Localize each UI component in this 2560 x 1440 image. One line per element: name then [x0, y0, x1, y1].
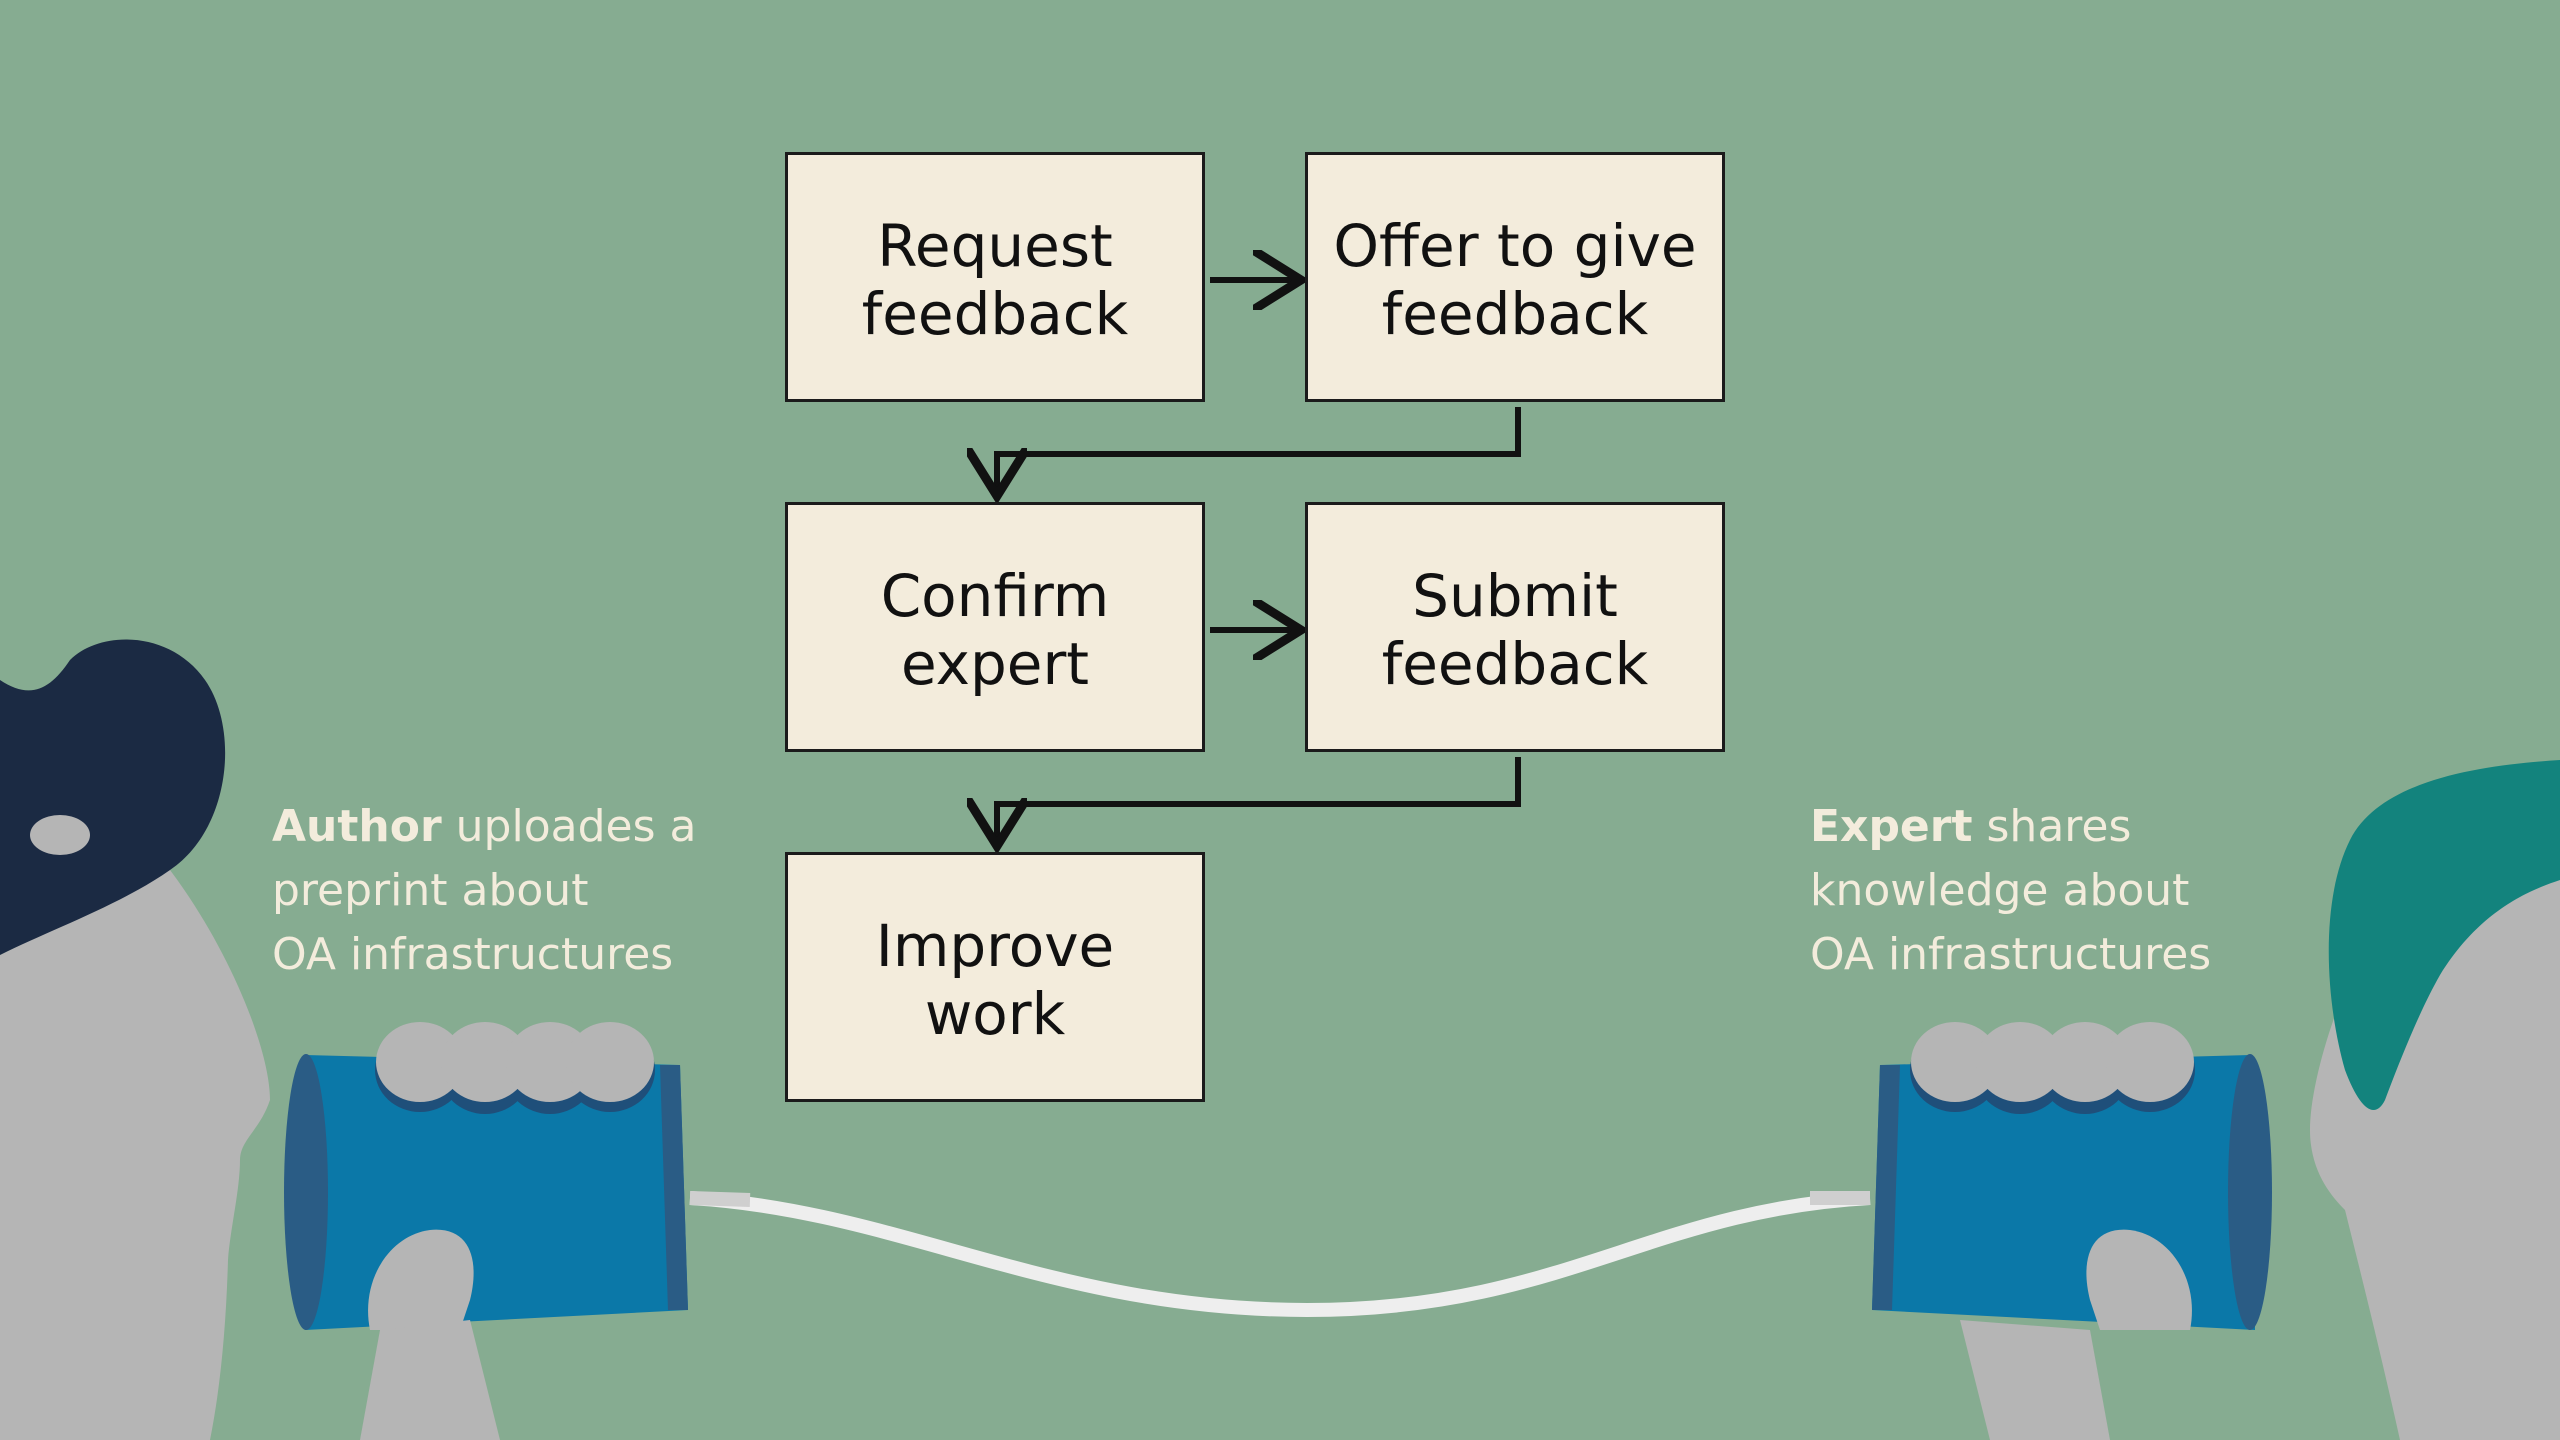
step-submit-feedback: Submit feedback	[1305, 502, 1725, 752]
string-line	[689, 1191, 1871, 1318]
author-caption-line1: Author uploades a	[272, 795, 696, 859]
flow-connectors	[997, 280, 1521, 840]
author-head	[0, 870, 270, 1440]
arrow-offer-to-confirm	[997, 407, 1521, 490]
expert-caption-line1-rest: shares	[1972, 801, 2132, 852]
author-hair	[0, 639, 226, 955]
step-request-feedback: Request feedback	[785, 152, 1205, 402]
expert-label: Expert	[1810, 801, 1973, 852]
expert-can-icon	[1872, 1022, 2272, 1330]
author-can-icon	[284, 1022, 688, 1330]
author-ear	[30, 815, 90, 855]
arrow-submit-to-improve	[997, 757, 1521, 840]
author-caption-line3: OA infrastructures	[272, 929, 674, 980]
step-confirm-expert: Confirm expert	[785, 502, 1205, 752]
expert-arm	[1960, 1320, 2110, 1440]
step-offer-feedback: Offer to give feedback	[1305, 152, 1725, 402]
author-arm	[360, 1320, 500, 1440]
expert-caption-line3: OA infrastructures	[1810, 929, 2212, 980]
author-figure	[0, 639, 688, 1440]
author-caption-line2: preprint about	[272, 865, 589, 916]
expert-caption-line1: Expert shares	[1810, 795, 2211, 859]
author-label: Author	[272, 801, 442, 852]
expert-figure	[1872, 760, 2560, 1440]
expert-caption-line2: knowledge about	[1810, 865, 2190, 916]
expert-caption: Expert shares knowledge about OA infrast…	[1810, 795, 2211, 987]
step-improve-work: Improve work	[785, 852, 1205, 1102]
author-caption-line1-rest: uploades a	[441, 801, 697, 852]
author-caption: Author uploades a preprint about OA infr…	[272, 795, 696, 987]
expert-hair	[2328, 760, 2560, 1110]
